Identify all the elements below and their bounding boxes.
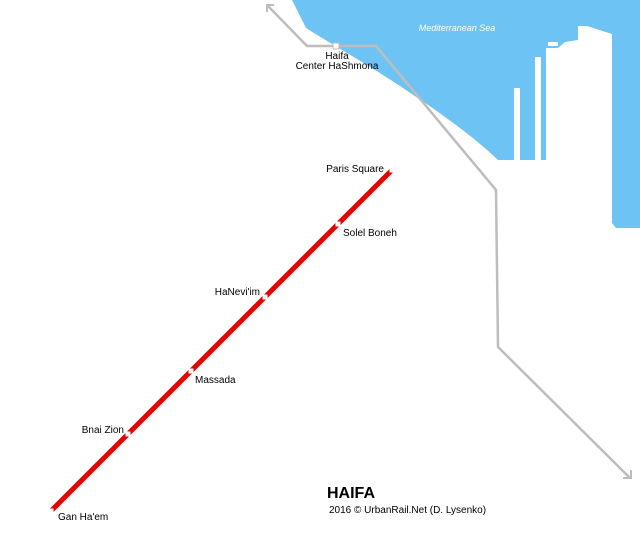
railway-arrow-south — [623, 470, 632, 479]
station-massada[interactable] — [188, 368, 194, 374]
pier — [516, 88, 519, 160]
railway-line — [267, 5, 631, 479]
railway-arrow-north — [266, 4, 274, 12]
station-label-hanevi-im: HaNevi'im — [215, 287, 260, 298]
pier — [538, 57, 541, 160]
rail-station-marker — [332, 42, 340, 50]
station-label-massada: Massada — [195, 375, 236, 386]
pier — [548, 42, 558, 46]
station-hanevi-im[interactable] — [262, 294, 268, 300]
sea-label: Mediterranean Sea — [419, 23, 496, 33]
station-label-gan-haem: Gan Ha'em — [58, 512, 108, 523]
sea-area — [292, 0, 640, 228]
station-label-solel-boneh: Solel Boneh — [343, 228, 397, 239]
station-paris-square[interactable] — [389, 167, 395, 173]
station-bnai-zion[interactable] — [125, 431, 131, 437]
station-label-bnai-zion: Bnai Zion — [82, 425, 124, 436]
station-label-paris-square: Paris Square — [326, 164, 384, 175]
rail-station-label-line2: Center HaShmona — [296, 61, 379, 72]
rail-station-label-line1: Haifa — [325, 51, 349, 62]
station-solel-boneh[interactable] — [335, 221, 341, 227]
map-title: HAIFA — [327, 485, 375, 502]
carmelit-line — [49, 168, 394, 513]
map-credit: 2016 © UrbanRail.Net (D. Lysenko) — [329, 505, 486, 516]
station-gan-haem[interactable] — [48, 508, 54, 514]
